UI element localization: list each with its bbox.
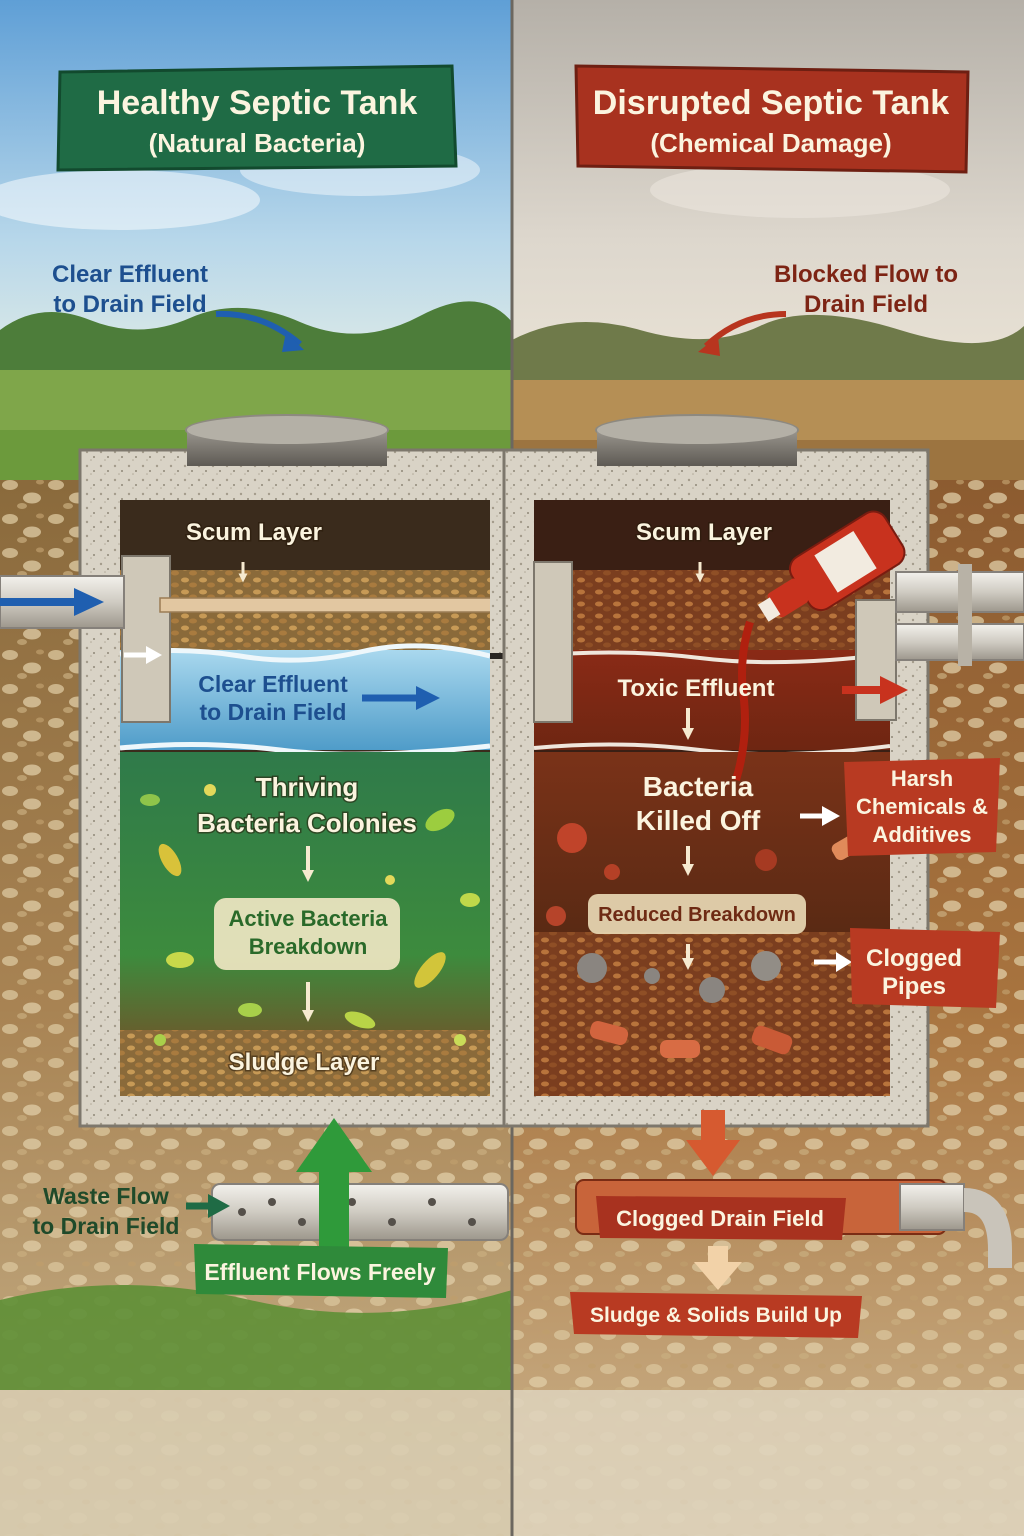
healthy-sludge-label: Sludge Layer — [229, 1049, 380, 1076]
healthy-tank — [78, 414, 547, 1128]
healthy-scum-label: Scum Layer — [186, 519, 322, 546]
disrupted-effluent-layer — [534, 650, 890, 750]
healthy-title-banner: Healthy Septic Tank (Natural Bacteria) — [56, 64, 458, 172]
chemical-bottle — [757, 510, 906, 622]
reduced-breakdown-label: Reduced Breakdown — [598, 904, 796, 926]
healthy-flows-freely-banner — [194, 1244, 448, 1298]
sludge-build-label: Sludge & Solids Build Up — [590, 1304, 842, 1327]
disrupted-dead-bacteria — [546, 823, 863, 1058]
healthy-drain-pipe — [211, 1183, 509, 1241]
sludge-build-banner — [570, 1292, 862, 1338]
clogged-field-label: Clogged Drain Field — [616, 1206, 824, 1231]
healthy-subtitle: (Natural Bacteria) — [149, 128, 366, 158]
healthy-bacteria-layer — [120, 752, 490, 1042]
disrupted-outlet-pipes — [895, 564, 1024, 666]
healthy-flows-freely-label: Effluent Flows Freely — [204, 1259, 436, 1285]
healthy-breakdown-box — [214, 898, 400, 970]
clogged-pipes-banner — [850, 928, 1000, 1008]
clogged-field-banner — [596, 1196, 846, 1240]
chemicals-banner — [844, 758, 1000, 856]
chemical-pour — [732, 620, 754, 782]
disrupted-effluent-label: Toxic Effluent — [618, 675, 775, 702]
disrupted-subtitle: (Chemical Damage) — [650, 128, 891, 158]
healthy-inlet-pipe — [0, 575, 162, 664]
disrupted-scum-label: Scum Layer — [636, 519, 772, 546]
healthy-title: Healthy Septic Tank — [97, 84, 418, 122]
healthy-sludge-layer — [120, 1030, 490, 1096]
healthy-sky-arrow — [215, 310, 302, 347]
reduced-breakdown-box — [588, 894, 806, 934]
disrupted-title-banner: Disrupted Septic Tank (Chemical Damage) — [574, 64, 970, 174]
disrupted-title: Disrupted Septic Tank — [593, 84, 950, 122]
healthy-bacteria-colonies — [140, 784, 480, 1046]
disrupted-sky-arrow — [703, 311, 787, 349]
